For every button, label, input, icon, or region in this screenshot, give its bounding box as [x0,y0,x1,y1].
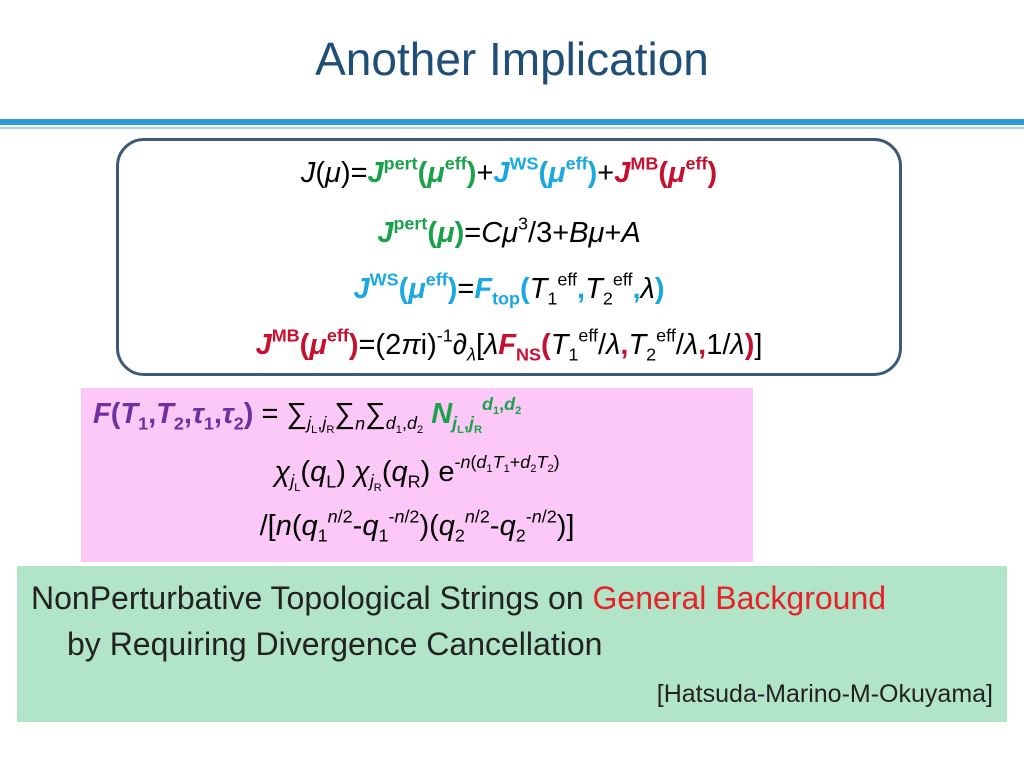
free-energy-definition: F(T1,T2,τ1,τ2) = ∑jL,jR∑n∑d1,d2 NjL,jRd1… [93,394,522,437]
equation-box: J(μ)=Jpert(μeff)+JWS(μeff)+JMB(μeff) Jpe… [116,138,902,376]
summary-highlight: General Background [592,580,887,616]
title-divider-thin [0,127,1024,129]
equation-pert: Jpert(μ)=Cμ3/3+Bμ+A [377,213,641,249]
equation-mb: JMB(μeff)=(2πi)-1∂λ[λFNS(T1eff/λ,T2eff/λ… [255,325,763,365]
slide-title: Another Implication [315,33,709,85]
summary-line-2: by Requiring Divergence Cancellation [67,626,603,662]
free-energy-denominator: /[n(q1n/2-q1-n/2)(q2n/2-q2-n/2)] [259,506,575,546]
equation-total-current: J(μ)=Jpert(μeff)+JWS(μeff)+JMB(μeff) [300,153,718,189]
summary-box: NonPerturbative Topological Strings on G… [17,566,1007,722]
citation: [Hatsuda-Marino-M-Okuyama] [656,680,993,708]
free-energy-box: F(T1,T2,τ1,τ2) = ∑jL,jR∑n∑d1,d2 NjL,jRd1… [81,388,753,562]
equation-ws: JWS(μeff)=Ftop(T1eff,T2eff,λ) [353,269,665,309]
title-divider [0,119,1024,125]
summary-line-1-prefix: NonPerturbative Topological Strings on [31,580,593,616]
free-energy-characters: χjL(qL) χjR(qR) e-n(d1T1+d2T2) [274,452,560,495]
summary-line-1: NonPerturbative Topological Strings on G… [31,580,886,617]
